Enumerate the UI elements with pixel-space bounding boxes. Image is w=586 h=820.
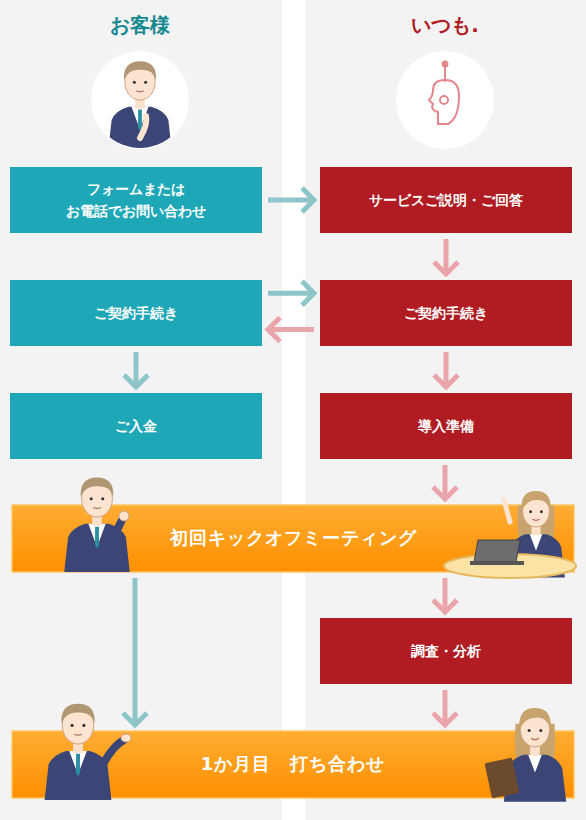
arrow-shaft [133,578,138,725]
arrow-shaft [268,291,314,296]
staff-laptop-figure [444,491,576,578]
arrow-head [433,487,457,499]
customer-figure [108,61,172,154]
presenter-figure [64,478,130,572]
shared-band: 1か月目 打ち合わせ [12,731,574,798]
column-ground [0,0,282,820]
company-logo [429,62,459,125]
flow-arrow [433,465,457,499]
arrow-head [123,713,147,725]
company-step: 導入準備 [320,393,572,459]
arrow-head [434,375,458,387]
arrow-head [433,713,457,725]
flow-arrow [268,318,314,342]
flow-arrow [433,690,457,725]
company-step: サービスご説明・ご回答 [320,167,572,233]
arrow-head [268,318,280,342]
staff-clipboard-figure [485,708,567,802]
column-heading: お客様 [110,12,170,39]
customer-step: ご入金 [10,393,262,459]
arrow-head [434,262,458,274]
step-text: ご契約手続き [94,302,178,324]
arrow-shaft [268,327,314,332]
flow-arrow [123,578,147,725]
flow-arrow [268,281,314,305]
flow-arrow [434,239,458,274]
arrow-head [302,188,314,212]
arrow-head [433,600,457,612]
step-text: ご契約手続き [404,302,488,324]
company-step: 調査・分析 [320,618,572,684]
avatar-circle [396,51,494,149]
arrow-head [124,375,148,387]
arrow-head [302,281,314,305]
step-text: ご入金 [115,415,157,437]
company-step: ご契約手続き [320,280,572,346]
column-ground [305,0,586,820]
flow-arrow [433,578,457,612]
shared-band: 初回キックオフミーティング [12,505,574,572]
step-text: 導入準備 [418,415,474,437]
arrow-shaft [268,198,314,203]
step-text: 調査・分析 [411,640,481,662]
step-text: 1か月目 打ち合わせ [201,750,386,779]
flow-arrow [434,352,458,387]
flow-arrow [268,188,314,212]
step-text: 初回キックオフミーティング [170,524,417,553]
flow-arrow [124,352,148,387]
customer-step: ご契約手続き [10,280,262,346]
gesture-figure [45,704,131,800]
column-heading: いつも. [411,12,479,39]
step-text: フォームまたは お電話でお問い合わせ [59,178,213,223]
customer-step: フォームまたは お電話でお問い合わせ [10,167,262,233]
step-text: サービスご説明・ご回答 [369,189,523,211]
